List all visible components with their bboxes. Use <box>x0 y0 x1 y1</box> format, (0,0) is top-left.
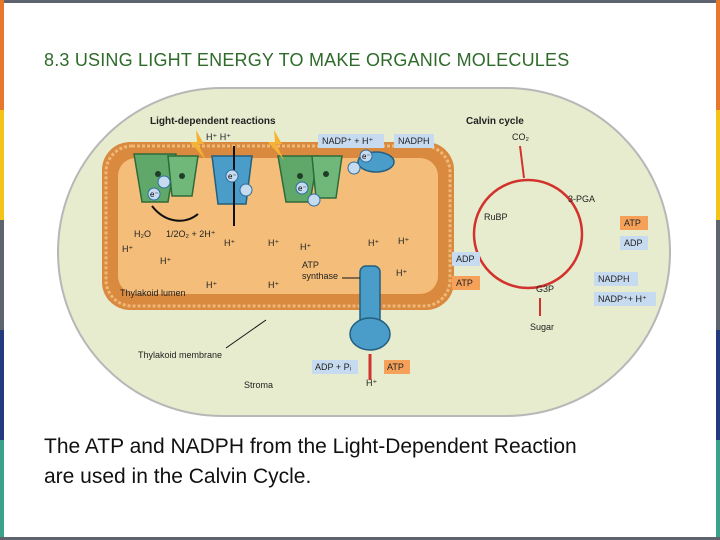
atp-synthase-label-line: ATP <box>302 260 319 270</box>
slide-caption: The ATP and NADPH from the Light-Depende… <box>44 432 684 492</box>
h-plus-label: H⁺ <box>268 280 279 290</box>
calvin-adp-label: ADP <box>624 238 643 248</box>
border-right-orange <box>716 0 720 110</box>
thylakoid-membrane-heads <box>104 144 452 308</box>
slide-title: 8.3 USING LIGHT ENERGY TO MAKE ORGANIC M… <box>44 50 570 70</box>
calvin-cycle-title: Calvin cycle <box>466 116 524 127</box>
thylakoid-membrane-label: Thylakoid membrane <box>138 350 222 360</box>
h-plus-label: H⁺ <box>206 280 217 290</box>
calvin-atp-label: ATP <box>624 218 641 228</box>
sugar-label: Sugar <box>530 322 554 332</box>
h-plus-label: H⁺ <box>268 238 279 248</box>
atp-synthase-label: ATP synthase <box>302 260 338 281</box>
border-bottom-strip <box>0 537 720 540</box>
border-left-navy <box>0 330 4 440</box>
membrane-pointer-line <box>225 319 267 349</box>
border-left-yellow <box>0 110 4 220</box>
calvin-nadp-box <box>594 292 656 306</box>
border-top-strip <box>0 0 720 3</box>
nadph-label-box <box>394 134 434 148</box>
border-left-orange <box>0 0 4 110</box>
thylakoid-lumen-label: Thylakoid lumen <box>120 288 186 298</box>
h-plus-label: H⁺ <box>396 268 407 278</box>
adp-pi-box <box>312 360 358 374</box>
h-plus-label: H⁺ <box>160 256 171 266</box>
light-dependent-title: Light-dependent reactions <box>150 116 276 127</box>
left-adp-box <box>452 252 480 266</box>
co2-label: CO₂ <box>512 132 530 142</box>
left-atp-label: ATP <box>456 278 473 288</box>
border-right-navy <box>716 330 720 440</box>
nadp-h-label-box <box>318 134 384 148</box>
caption-line: The ATP and NADPH from the Light-Depende… <box>44 435 577 458</box>
left-atp-box <box>452 276 480 290</box>
left-adp-label: ADP <box>456 254 475 264</box>
atp-synthase-protein <box>349 265 391 351</box>
atp-out-box <box>384 360 410 374</box>
electron-flow-arrow <box>151 205 199 222</box>
caption-line: are used in the Calvin Cycle. <box>44 465 312 488</box>
nadph-label: NADPH <box>398 136 430 146</box>
g3p-label: G3P <box>536 284 554 294</box>
co2-arrow <box>519 145 525 179</box>
h-plus-pair-label: H⁺ H⁺ <box>206 132 231 142</box>
calvin-atp-box <box>620 216 648 230</box>
rubp-label: RuBP <box>484 212 508 222</box>
border-right-teal <box>716 440 720 540</box>
calvin-nadp-label: NADP⁺+ H⁺ <box>598 294 647 304</box>
diagram-svg: e⁻ e⁻ e⁻ e⁻ Light-dependent reactions H⁺… <box>57 87 671 417</box>
atp-synthase-label-line: synthase <box>302 271 338 281</box>
border-right-gray <box>716 220 720 330</box>
electron-label: e⁻ <box>150 190 159 199</box>
thylakoid-lumen-region <box>118 158 438 294</box>
calvin-nadph-box <box>594 272 638 286</box>
h-plus-label: H⁺ <box>300 242 311 252</box>
oxygen-reaction-label: 1/2O₂ + 2H⁺ <box>166 229 216 239</box>
h-plus-label: H⁺ <box>398 236 409 246</box>
h-plus-label: H⁺ <box>366 378 377 388</box>
calvin-cycle-ring <box>472 178 584 290</box>
border-left-teal <box>0 440 4 540</box>
electron-group <box>147 149 373 207</box>
h-plus-label: H⁺ <box>224 238 235 248</box>
photosystem-ii <box>133 153 199 203</box>
border-left-gray <box>0 220 4 330</box>
light-bolt-icon <box>268 130 284 160</box>
electron-label: e⁻ <box>362 152 371 161</box>
nadp-h-label: NADP⁺ + H⁺ <box>322 136 374 146</box>
calvin-adp-box <box>620 236 648 250</box>
light-bolt-icon <box>190 130 206 160</box>
stroma-label: Stroma <box>244 380 273 390</box>
chloroplast-diagram: e⁻ e⁻ e⁻ e⁻ Light-dependent reactions H⁺… <box>56 84 676 424</box>
calvin-nadph-label: NADPH <box>598 274 630 284</box>
electron-label: e⁻ <box>298 184 307 193</box>
h-plus-label: H⁺ <box>122 244 133 254</box>
atp-out-label: ATP <box>387 362 404 372</box>
border-right-yellow <box>716 110 720 220</box>
pga-label: 3-PGA <box>568 194 595 204</box>
h2o-label: H₂O <box>134 229 151 239</box>
h-plus-label: H⁺ <box>368 238 379 248</box>
electron-label: e⁻ <box>228 172 237 181</box>
adp-pi-label: ADP + Pᵢ <box>315 362 351 372</box>
